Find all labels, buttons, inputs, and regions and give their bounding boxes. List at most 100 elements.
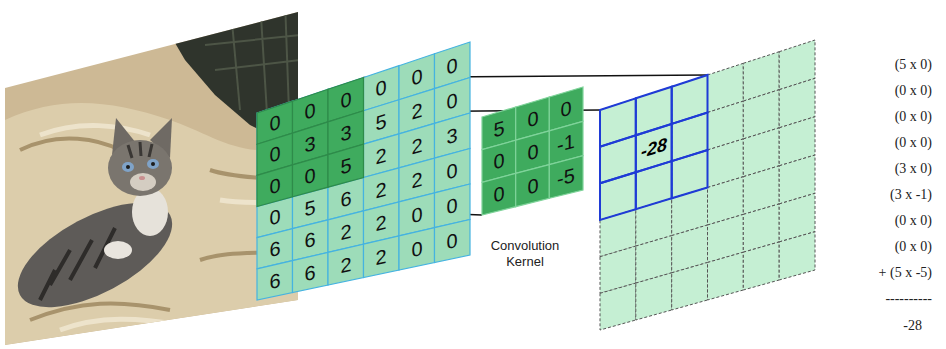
output-window-cell [600,172,636,220]
kitten-pupil [126,165,130,169]
kernel-value: 0 [527,141,538,164]
input-value: 0 [269,206,280,229]
output-window-cell [672,113,708,162]
kernel-value: 5 [493,117,504,140]
output-matrix-cell [708,252,744,300]
calculation-line: (5 x 0) [895,58,932,72]
output-matrix-cell [779,232,815,280]
input-value: 6 [269,269,280,291]
input-value: 3 [447,124,458,147]
calculation-line: -28 [903,319,922,333]
kernel-value: 0 [493,183,504,206]
calculation-line: (3 x 0) [895,162,932,176]
input-matrix-cell [435,220,471,263]
calculation-line: (0 x 0) [895,136,932,150]
kitten-head-stripes [128,142,152,158]
input-value: 0 [447,159,458,182]
sum-rule: ---------- [885,292,932,306]
input-value: 2 [376,246,387,268]
calculation-line: (3 x -1) [890,188,932,202]
input-value: 6 [305,261,316,283]
kitten-head [108,140,172,196]
kitten-eye [147,159,159,169]
kitten-muzzle [130,173,156,191]
kernel-value: -1 [557,131,575,156]
input-value: 2 [376,212,387,235]
input-value: 0 [447,89,458,112]
input-value: 6 [340,187,351,210]
receptive-field-cell [257,165,293,207]
sack-fold [5,103,300,345]
input-value: 5 [305,197,316,220]
receptive-field [257,78,364,207]
output-window-cell [672,150,708,198]
receptive-field-cell [328,144,364,187]
kernel-value: -5 [557,165,575,190]
kernel-value: 0 [527,174,538,197]
calculation-line: (0 x 0) [895,84,932,98]
input-value: 3 [340,121,351,144]
kitten-nose [139,176,145,180]
kernel-value: 0 [561,97,572,120]
input-value: 2 [340,254,351,276]
output-window-cell [600,135,636,183]
input-value: 0 [447,195,458,218]
input-matrix [257,42,470,300]
calculation-line: (0 x 0) [895,240,932,254]
calculation-line: (0 x 0) [895,110,932,124]
input-value: 0 [305,164,316,187]
input-value: 6 [269,238,280,261]
input-value: 0 [411,238,422,260]
output-matrix-cell [672,263,708,311]
kitten-body [2,182,188,329]
input-value: 0 [269,111,280,135]
kernel-matrix [482,87,583,215]
kernel-value: 0 [527,107,538,130]
input-matrix-cell [364,236,400,278]
input-value: 0 [340,88,351,112]
input-value: 5 [376,110,387,133]
input-value: 5 [340,154,351,177]
kitten-eye [122,162,134,172]
input-value: 6 [305,229,316,252]
photo-ground [0,0,300,349]
output-window-cell [636,124,672,172]
output-window-cell [600,98,636,146]
input-value: 2 [411,134,422,157]
input-value: 2 [376,178,387,201]
output-matrix-cell [600,283,636,330]
input-value: 0 [269,174,280,197]
kitten-paw [104,241,132,259]
calculation-line: (0 x 0) [895,214,932,228]
input-value: 0 [411,65,422,89]
output-window-cell [672,75,708,124]
input-value: 3 [305,132,316,155]
input-matrix-cell [257,261,293,300]
output-matrix-cell [743,242,779,290]
kitten-photo [0,0,300,349]
input-matrix-cell [399,228,435,270]
input-matrix-cell [293,252,329,292]
kitten-pupil [151,162,155,166]
kernel-value: 0 [493,150,504,173]
input-value: 2 [411,169,422,192]
kitten-stripes [40,228,115,300]
output-window [600,75,708,220]
kernel-caption: Convolution Kernel [480,238,570,271]
output-window-cell [636,87,672,136]
input-value: 0 [376,77,387,101]
input-value: 0 [269,143,280,166]
input-matrix-cell [328,244,364,285]
input-value: 0 [411,203,422,226]
input-value: 0 [447,230,458,252]
input-value: 2 [340,220,351,243]
kernel-matrix-cell [516,165,550,207]
input-value: 0 [447,54,458,78]
kernel-matrix-cell [549,156,583,199]
matrix-grids [257,40,815,330]
calculation-line: + (5 x -5) [879,266,932,280]
kernel-matrix-cell [482,173,516,215]
output-window-cell [636,161,672,209]
